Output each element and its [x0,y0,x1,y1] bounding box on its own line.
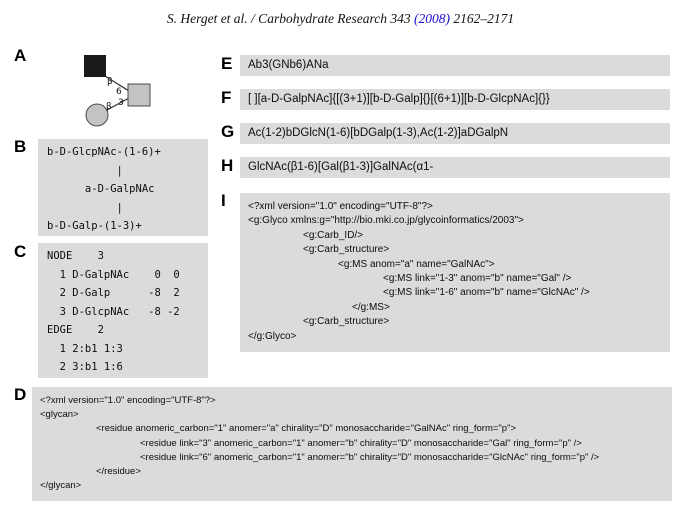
code-line: <g:MS link="1-3" anom="b" name="Gal" /> [383,273,572,285]
code-line: <?xml version="1.0" encoding="UTF-8"?> [248,201,433,212]
code-line: <g:Carb_ID/> [303,229,364,241]
code-line: <residue link="3" anomeric_carbon="1" an… [140,437,582,449]
citation-pages: 2162–2171 [450,11,515,26]
glycan-symbol-diagram: β 6 3 β [84,55,151,127]
panel-b-box: b-D-GlcpNAc-(1-6)+ | a-D-GalpNAc | b-D-G… [38,139,208,236]
code-line: </glycan> [40,480,82,492]
anomer-label-top: β [107,77,113,87]
panel-d-box: <?xml version="1.0" encoding="UTF-8"?> <… [32,387,672,501]
panel-label-b: B [14,137,27,156]
panel-label-c: C [14,242,27,261]
code-line: </residue> [96,466,141,478]
code-line: </g:MS> [352,301,390,313]
panel-label-h: H [221,156,234,175]
panel-c-box: NODE 3 1 D-GalpNAc 0 0 2 D-Galp -8 2 3 D… [38,243,208,378]
position-label-bottom: 3 [118,98,124,108]
panel-label-g: G [221,122,235,141]
code-line: <g:Carb_structure> [303,316,390,328]
panel-label-e: E [221,54,233,73]
position-label-top: 6 [116,87,122,97]
panel-g-box: Ac(1-2)bDGlcN(1-6)[bDGalp(1-3),Ac(1-2)]a… [240,123,670,144]
panel-h-box: GlcNAc(β1-6)[Gal(β1-3)]GalNAc(α1- [240,157,670,178]
citation-year-link[interactable]: (2008) [414,11,451,26]
panel-label-d: D [14,385,27,404]
code-line: <glycan> [40,409,79,421]
kcf-text: NODE 3 1 D-GalpNAc 0 0 2 D-Galp -8 2 3 D… [47,250,180,373]
code-line: <residue link="6" anomeric_carbon="1" an… [140,451,600,463]
anomer-label-bottom: β [106,102,112,112]
code-line: <residue anomeric_carbon="1" anomer="a" … [96,423,516,435]
code-line: <g:Glyco xmlns:g="http://bio.mki.co.jp/g… [248,215,524,227]
linkage-line-beta6 [104,75,130,92]
linearcode-text: Ab3(GNb6)ANa [248,59,329,71]
panel-label-f: F [221,88,232,107]
panel-f-box: [ ][a-D-GalpNAc]{[(3+1)][b-D-Galp]{}[(6+… [240,89,670,110]
panel-label-a: A [14,46,27,65]
glcnac-square-icon [84,55,106,77]
linkage-line-beta3 [106,97,130,111]
galnac-square-icon [127,83,151,107]
panel-label-i: I [221,191,226,210]
gal-circle-icon [85,103,109,127]
iupac-condensed-text: GlcNAc(β1-6)[Gal(β1-3)]GalNAc(α1- [248,161,434,173]
iupac-2d-text: b-D-GlcpNAc-(1-6)+ | a-D-GalpNAc | b-D-G… [47,146,161,232]
code-line: <?xml version="1.0" encoding="UTF-8"?> [40,395,216,406]
linucs-text: [ ][a-D-GalpNAc]{[(3+1)][b-D-Galp]{}[(6+… [248,93,550,105]
panel-i-box: <?xml version="1.0" encoding="UTF-8"?> <… [240,193,670,352]
code-line: <g:MS link="1-6" anom="b" name="GlcNAc" … [383,287,590,299]
bcsdb-text: Ac(1-2)bDGlcN(1-6)[bDGalp(1-3),Ac(1-2)]a… [248,127,509,139]
code-line: </g:Glyco> [248,330,297,342]
citation-text: S. Herget et al. / Carbohydrate Research… [166,11,415,26]
code-line: <g:MS anom="a" name="GalNAc"> [338,258,495,270]
running-head: S. Herget et al. / Carbohydrate Research… [0,11,681,27]
code-line: <g:Carb_structure> [303,244,390,256]
panel-e-box: Ab3(GNb6)ANa [240,55,670,76]
